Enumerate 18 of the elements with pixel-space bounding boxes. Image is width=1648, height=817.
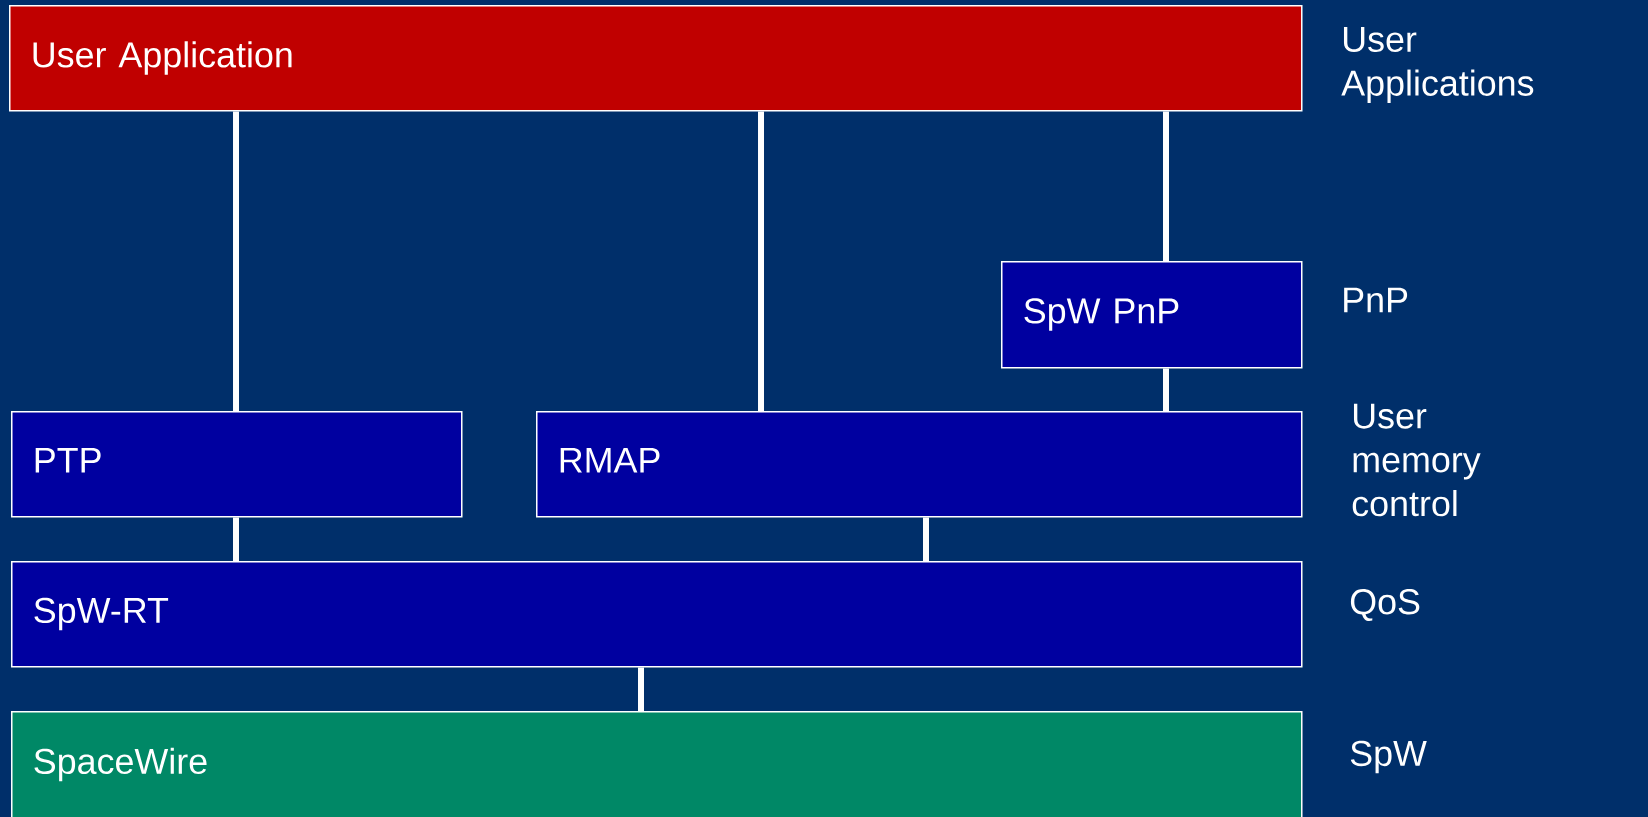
- connector-line: [1163, 368, 1169, 411]
- connector-line: [233, 111, 239, 411]
- layer-label: User Applications: [1341, 27, 1534, 103]
- layer-box: SpW-RT: [11, 561, 1303, 668]
- connector-line: [233, 517, 239, 561]
- connector-line: [923, 517, 929, 561]
- layer-label: User memory control: [1352, 403, 1481, 517]
- connector-line: [1163, 111, 1169, 261]
- connector-line: [758, 111, 764, 411]
- layer-box: SpW PnP: [1001, 261, 1303, 369]
- layer-box: User Application: [9, 5, 1303, 112]
- layer-label: SpW: [1350, 740, 1427, 774]
- layer-label: QoS: [1350, 589, 1420, 621]
- layer-label: PnP: [1344, 287, 1408, 313]
- connector-line: [638, 667, 644, 711]
- layer-box: RMAP: [536, 411, 1303, 518]
- layer-box: SpaceWire: [11, 711, 1303, 817]
- layer-box: PTP: [11, 411, 463, 518]
